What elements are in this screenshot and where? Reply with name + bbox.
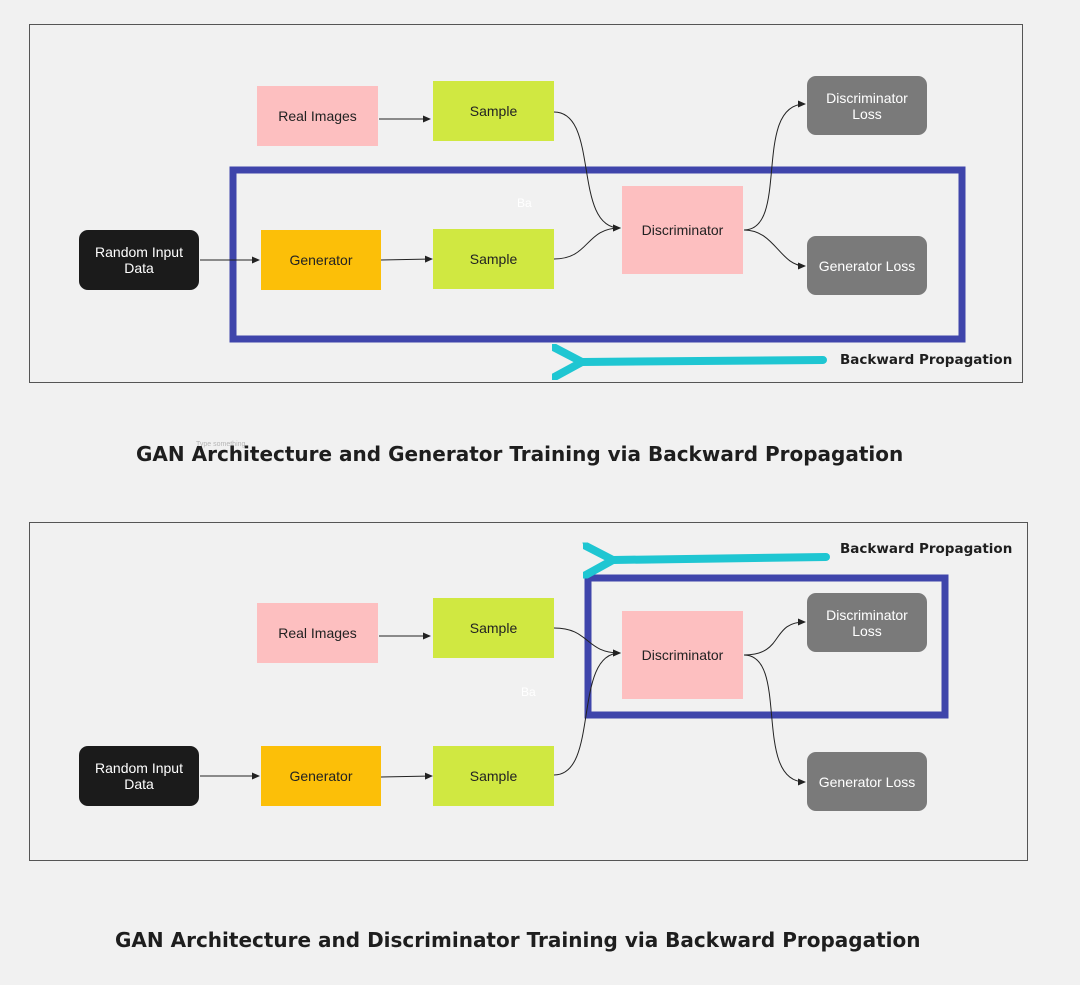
discriminator-loss-node: Discriminator Loss [807,76,927,135]
diagram1-frame [29,24,1023,383]
caption-1: GAN Architecture and Generator Training … [136,442,904,466]
discriminator-loss-node-2: Discriminator Loss [807,593,927,652]
tiny-placeholder-text: Type something [196,441,246,448]
backprop-label-1: Backward Propagation [840,352,1013,368]
random-input-node-2: Random Input Data [79,746,199,806]
faint-placeholder-text-2: Ba [521,685,536,699]
real-images-node-2: Real Images [257,603,378,663]
random-input-node: Random Input Data [79,230,199,290]
generator-node: Generator [261,230,381,290]
caption-2: GAN Architecture and Discriminator Train… [115,928,921,952]
generator-node-2: Generator [261,746,381,806]
discriminator-node-2: Discriminator [622,611,743,699]
real-images-node: Real Images [257,86,378,146]
faint-placeholder-text: Ba [517,196,532,210]
sample-top-node-2: Sample [433,598,554,658]
sample-bottom-node-2: Sample [433,746,554,806]
sample-top-node: Sample [433,81,554,141]
generator-loss-node: Generator Loss [807,236,927,295]
sample-bottom-node: Sample [433,229,554,289]
diagram2-frame [29,522,1028,861]
generator-loss-node-2: Generator Loss [807,752,927,811]
discriminator-node: Discriminator [622,186,743,274]
backprop-label-2: Backward Propagation [840,541,1013,557]
